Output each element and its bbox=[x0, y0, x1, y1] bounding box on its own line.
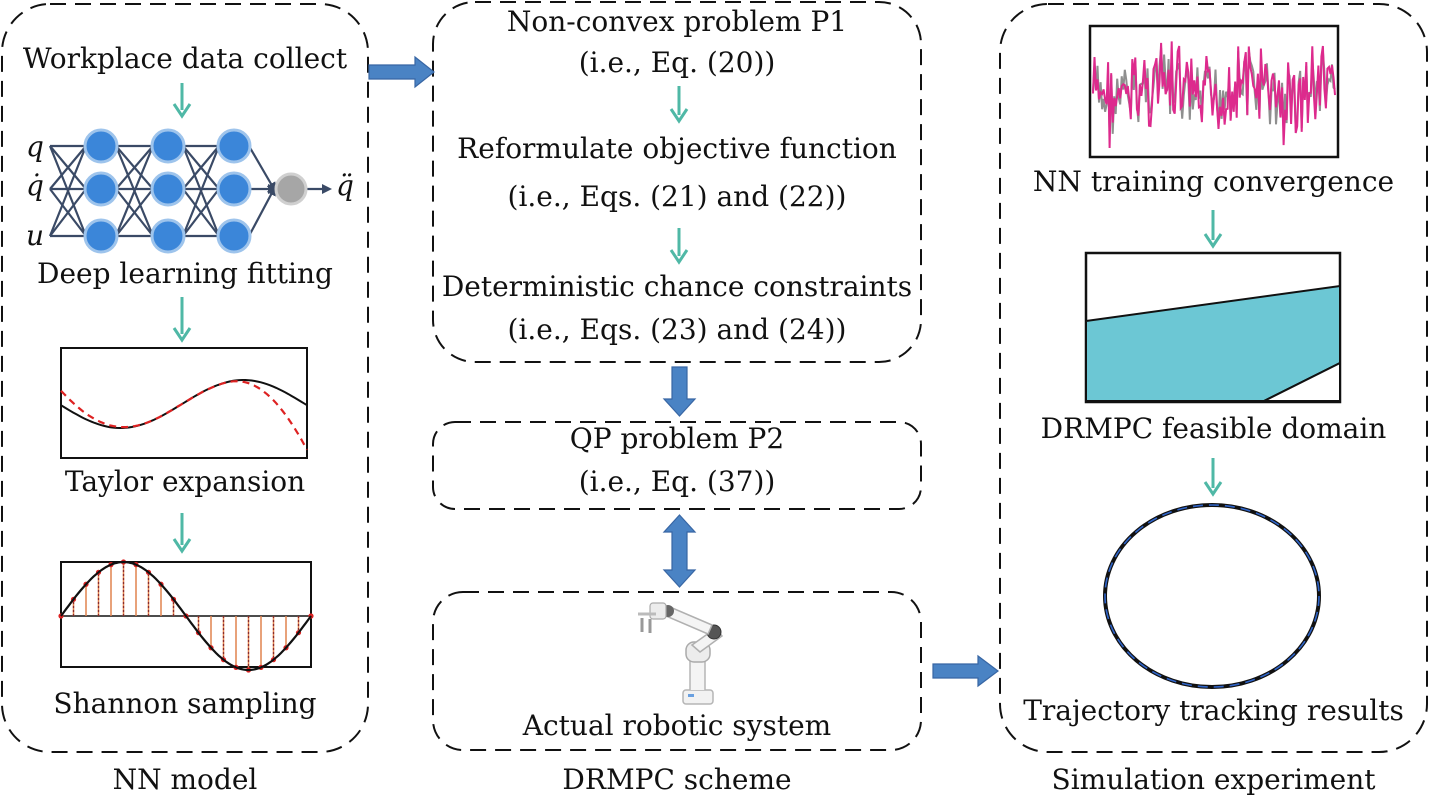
nn-edge bbox=[49, 188, 87, 237]
step-deep-learning-fitting: Deep learning fitting bbox=[37, 257, 333, 290]
nn-input-q: q bbox=[26, 130, 44, 163]
nn-edge bbox=[48, 145, 88, 237]
qp-title: QP problem P2 bbox=[569, 422, 785, 455]
nn-output-neuron bbox=[274, 172, 308, 206]
nn-neuron bbox=[216, 218, 252, 254]
p1-equation: (i.e., Eq. (20)) bbox=[578, 46, 776, 79]
taylor-expansion-plot bbox=[60, 347, 308, 459]
neural-network-figure bbox=[48, 128, 332, 254]
simulation-panel bbox=[999, 3, 1428, 753]
nn-neuron bbox=[216, 171, 252, 207]
nn-edge bbox=[115, 145, 154, 190]
label-nn-training-convergence: NN training convergence bbox=[1032, 165, 1395, 198]
arrow-taylor-to-shannon bbox=[172, 513, 192, 554]
nn-input-u: u bbox=[26, 219, 45, 252]
nn-neuron bbox=[83, 171, 119, 207]
feasible-domain-plot bbox=[1084, 251, 1342, 404]
arrow-nn-to-taylor bbox=[172, 297, 192, 343]
step-workplace-data-collect: Workplace data collect bbox=[22, 42, 348, 75]
caption-drmpc-scheme: DRMPC scheme bbox=[562, 763, 792, 796]
shannon-sampling-plot bbox=[58, 559, 314, 673]
nn-edge bbox=[248, 145, 277, 193]
reference-trajectory bbox=[1103, 503, 1321, 689]
nn-neuron bbox=[83, 128, 119, 164]
block-arrow-p1-to-qp bbox=[662, 366, 697, 417]
reformulate-title: Reformulate objective function bbox=[457, 132, 897, 165]
qp-box bbox=[432, 421, 922, 510]
nn-neuron bbox=[216, 128, 252, 164]
shannon-signal-curve bbox=[60, 560, 312, 672]
nn-neuron bbox=[150, 218, 186, 254]
block-arrow-left-to-middle bbox=[368, 55, 435, 89]
reformulate-equations: (i.e., Eqs. (21) and (22)) bbox=[507, 180, 847, 213]
label-drmpc-feasible-domain: DRMPC feasible domain bbox=[1040, 412, 1387, 445]
caption-simulation-experiment: Simulation experiment bbox=[1051, 763, 1376, 796]
caption-nn-model: NN model bbox=[112, 763, 258, 796]
arrow-feasible-to-trajectory bbox=[1203, 458, 1223, 497]
nn-edge bbox=[49, 145, 87, 190]
arrow-p1-to-reform bbox=[669, 86, 689, 124]
taylor-true-curve bbox=[60, 379, 308, 429]
nn-edge bbox=[248, 185, 276, 237]
nn-input-qdot: q̇ bbox=[26, 169, 44, 202]
nn-model-panel bbox=[1, 3, 369, 753]
step-taylor-expansion: Taylor expansion bbox=[64, 465, 306, 498]
trajectory-plot bbox=[1103, 503, 1321, 689]
robot-label: Actual robotic system bbox=[522, 709, 832, 742]
chance-constraints-equations: (i.e., Eqs. (23) and (24)) bbox=[507, 313, 847, 346]
training-magenta-series bbox=[1092, 41, 1336, 149]
nn-edge bbox=[114, 145, 155, 237]
label-trajectory-tracking-results: Trajectory tracking results bbox=[1023, 694, 1404, 727]
robot-box bbox=[432, 591, 922, 751]
training-convergence-plot bbox=[1088, 24, 1340, 159]
nn-edge bbox=[181, 145, 221, 237]
block-arrow-middle-to-right bbox=[932, 654, 999, 688]
nn-edge bbox=[115, 188, 154, 237]
arrow-training-to-feasible bbox=[1203, 210, 1223, 249]
step-shannon-sampling: Shannon sampling bbox=[53, 687, 317, 720]
robot-arm-image bbox=[638, 602, 724, 705]
nn-edge bbox=[182, 145, 220, 190]
arrow-collect-to-nn bbox=[172, 83, 192, 119]
tracked-trajectory bbox=[1104, 504, 1320, 688]
chance-constraints-title: Deterministic chance constraints bbox=[441, 270, 913, 303]
p1-title: Non-convex problem P1 bbox=[506, 5, 848, 38]
infeasible-corner bbox=[1263, 361, 1341, 402]
qp-equation: (i.e., Eq. (37)) bbox=[578, 465, 776, 498]
taylor-approx-curve bbox=[60, 380, 308, 451]
nn-neuron bbox=[150, 128, 186, 164]
nn-neuron bbox=[150, 171, 186, 207]
nn-neuron bbox=[83, 218, 119, 254]
arrow-reform-to-chance bbox=[669, 228, 689, 265]
double-arrow-qp-robot bbox=[662, 514, 697, 588]
nn-output-qddot: q̈ bbox=[336, 169, 354, 202]
p1-group-box bbox=[432, 1, 922, 363]
nn-edge bbox=[182, 188, 220, 237]
